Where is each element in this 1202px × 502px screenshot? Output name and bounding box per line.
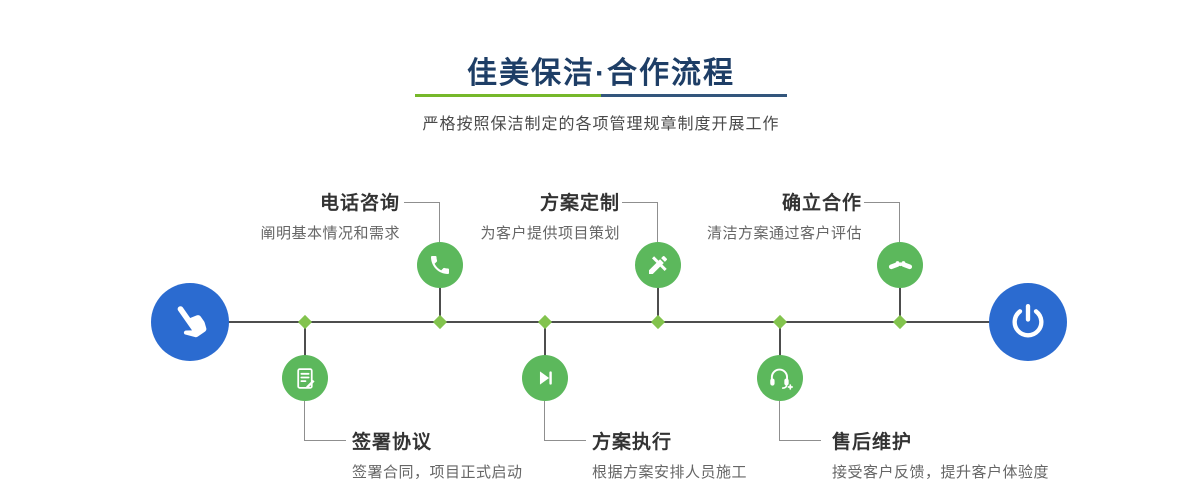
connector-stem [657, 287, 659, 321]
divider-green-segment [415, 94, 601, 97]
timeline-end-node [989, 283, 1067, 361]
step-title: 签署协议 [352, 432, 433, 453]
step-label-contract: 签署协议 签署合同，项目正式启动 [352, 427, 652, 482]
timeline-diamond-marker [892, 314, 908, 330]
step-title: 电话咨询 [319, 193, 400, 214]
label-connector [544, 401, 586, 441]
timeline-diamond-marker [650, 314, 666, 330]
step-node-cooperation [877, 242, 923, 288]
step-node-aftersales [757, 355, 803, 401]
timeline-diamond-marker [432, 314, 448, 330]
headset-icon [770, 368, 793, 390]
page-title: 佳美保洁·合作流程 [467, 57, 735, 90]
step-title: 确立合作 [781, 193, 862, 214]
step-desc: 签署合同，项目正式启动 [352, 464, 523, 481]
step-node-contract [282, 355, 328, 401]
step-label-cooperation: 确立合作 清洁方案通过客户评估 [602, 188, 862, 243]
connector-stem [544, 322, 546, 356]
connector-stem [899, 287, 901, 321]
label-connector [404, 202, 440, 242]
label-connector [304, 401, 346, 441]
design-icon [649, 255, 668, 274]
step-desc: 根据方案安排人员施工 [592, 464, 748, 481]
step-node-plan [635, 242, 681, 288]
pointing-hand-icon [177, 306, 207, 338]
page-subtitle: 严格按照保洁制定的各项管理规章制度开展工作 [422, 116, 780, 133]
phone-icon [431, 256, 449, 274]
step-desc: 为客户提供项目策划 [480, 225, 620, 242]
connector-stem [439, 287, 441, 321]
step-label-execute: 方案执行 根据方案安排人员施工 [592, 427, 892, 482]
title-divider [415, 94, 787, 97]
contract-icon [296, 367, 315, 389]
timeline-line [190, 321, 1028, 323]
label-connector [622, 202, 658, 242]
timeline-start-node [151, 283, 229, 361]
label-connector [779, 401, 821, 441]
step-title: 方案执行 [592, 432, 673, 453]
divider-blue-segment [601, 94, 787, 97]
step-desc: 清洁方案通过客户评估 [706, 225, 862, 242]
step-title: 方案定制 [539, 193, 620, 214]
timeline-diamond-marker [537, 314, 553, 330]
step-label-plan: 方案定制 为客户提供项目策划 [360, 188, 620, 243]
step-desc: 接受客户反馈，提升客户体验度 [832, 464, 1050, 481]
handshake-icon [888, 260, 912, 269]
step-node-phone [417, 242, 463, 288]
connector-stem [779, 322, 781, 356]
step-node-execute [522, 355, 568, 401]
execute-icon [539, 371, 552, 385]
timeline-diamond-marker [297, 314, 313, 330]
step-label-aftersales: 售后维护 接受客户反馈，提升客户体验度 [832, 427, 1132, 482]
power-icon [1012, 304, 1044, 338]
label-connector [864, 202, 900, 242]
step-label-phone: 电话咨询 阐明基本情况和需求 [140, 188, 400, 243]
timeline-diamond-marker [772, 314, 788, 330]
step-desc: 阐明基本情况和需求 [260, 225, 400, 242]
step-title: 售后维护 [832, 432, 913, 453]
connector-stem [304, 322, 306, 356]
